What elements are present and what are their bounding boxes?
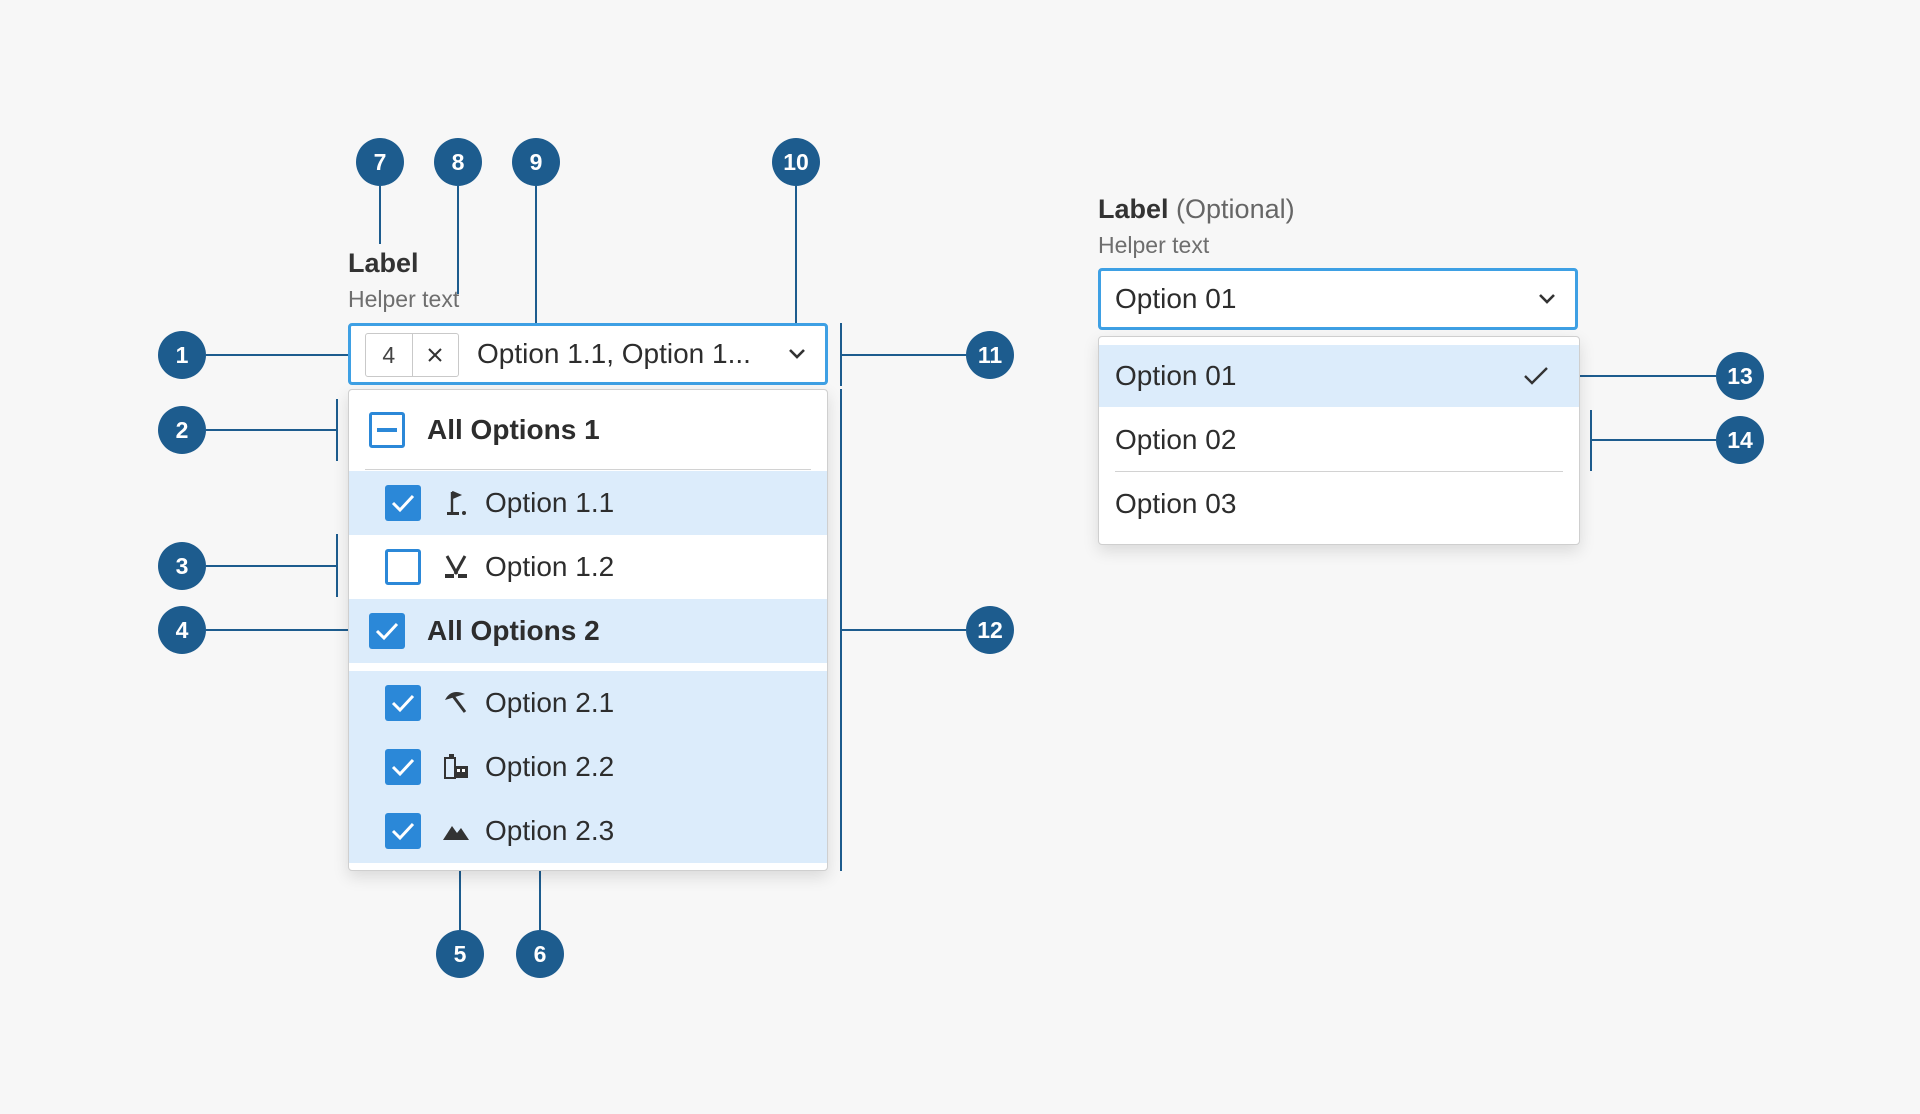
checkmark-icon [391,758,415,777]
multiselect-label: Label [348,248,419,278]
option-label: Option 2.1 [485,687,615,718]
group-header-all-options-2[interactable]: All Options 2 [349,599,827,663]
select-option-03[interactable]: Option 03 [1099,473,1579,535]
option-label: Option 2.2 [485,751,615,782]
multiselect-value-text: Option 1.1, Option 1... [477,338,751,369]
select-option-02[interactable]: Option 02 [1099,409,1579,471]
select-helper-text: Helper text [1098,232,1210,258]
group-label: All Options 1 [427,414,600,445]
select-label: Label (Optional) [1098,194,1295,225]
checkmark-icon [375,622,399,641]
callout-badge-14: 14 [1716,416,1764,464]
callout-badge-13: 13 [1716,352,1764,400]
option-2-2[interactable]: Option 2.2 [349,735,827,799]
callout-badge-1: 1 [158,331,206,379]
option-1-1[interactable]: Option 1.1 [349,471,827,535]
callout-badge-6: 6 [516,930,564,978]
select-label-text: Label [1098,194,1169,224]
clear-selection-button[interactable] [413,334,459,376]
mountains-icon [441,816,471,846]
selection-count-chip: 4 [365,333,459,377]
checkbox-checked[interactable] [385,749,421,785]
callout-badge-4: 4 [158,606,206,654]
callout-badge-8: 8 [434,138,482,186]
select-input[interactable]: Option 01 [1098,268,1578,330]
city-icon [441,752,471,782]
option-2-3[interactable]: Option 2.3 [349,799,827,863]
multiselect-dropdown-menu: All Options 1 Option 1.1 Option 1.2 All … [348,389,828,871]
multiselect-input[interactable]: 4 Option 1.1, Option 1... [348,323,828,385]
selection-count: 4 [366,334,413,376]
umbrella-icon [441,688,471,718]
callout-badge-10: 10 [772,138,820,186]
option-label: Option 01 [1115,360,1237,391]
checkmark-icon [1524,367,1548,385]
select-value: Option 01 [1115,283,1237,314]
checkbox-checked[interactable] [385,485,421,521]
chevron-down-icon[interactable] [1537,291,1557,307]
chevron-down-icon[interactable] [787,346,807,362]
multiselect-helper-text: Helper text [348,286,460,312]
select-dropdown-menu: Option 01 Option 02 Option 03 [1098,336,1580,545]
callout-badge-3: 3 [158,542,206,590]
option-label: Option 2.3 [485,815,615,846]
option-2-1[interactable]: Option 2.1 [349,671,827,735]
select-option-01[interactable]: Option 01 [1099,345,1579,407]
callout-badge-5: 5 [436,930,484,978]
option-label: Option 1.1 [485,487,615,518]
hockey-icon [441,552,471,582]
group-divider [365,469,811,470]
minus-icon [377,428,397,432]
checkmark-icon [391,494,415,513]
option-label: Option 1.2 [485,551,615,582]
group-divider [349,663,827,671]
checkmark-icon [391,694,415,713]
group-header-all-options-1[interactable]: All Options 1 [349,390,827,470]
golf-icon [441,488,471,518]
close-icon [428,348,442,362]
checkmark-icon [391,822,415,841]
option-label: Option 02 [1115,424,1237,455]
callout-badge-9: 9 [512,138,560,186]
checkbox-checked[interactable] [385,813,421,849]
checkbox-checked[interactable] [369,613,405,649]
checkbox-checked[interactable] [385,685,421,721]
callout-badge-2: 2 [158,406,206,454]
option-divider [1115,471,1563,472]
option-1-2[interactable]: Option 1.2 [349,535,827,599]
group-label: All Options 2 [427,615,600,646]
callout-badge-11: 11 [966,331,1014,379]
callout-badge-7: 7 [356,138,404,186]
checkbox-indeterminate[interactable] [369,412,405,448]
optional-tag: (Optional) [1176,194,1295,224]
checkbox-unchecked[interactable] [385,549,421,585]
callout-badge-12: 12 [966,606,1014,654]
option-label: Option 03 [1115,488,1237,519]
